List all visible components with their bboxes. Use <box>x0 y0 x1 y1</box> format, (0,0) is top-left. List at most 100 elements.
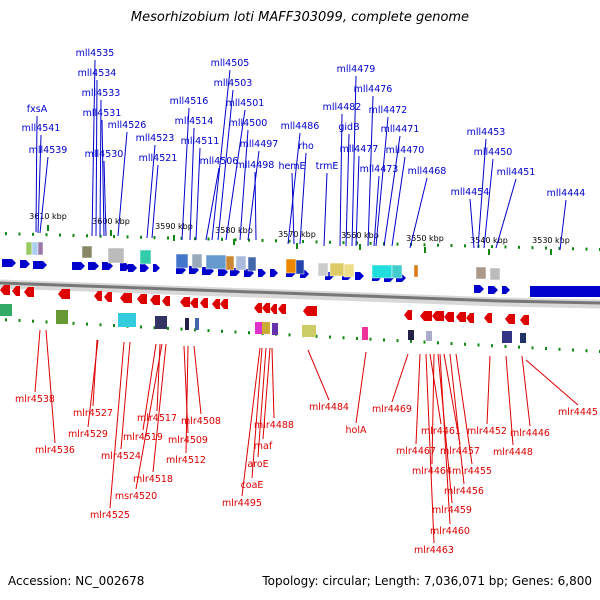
top-gene-label: trmE <box>316 161 339 172</box>
bottom-gene-leader <box>505 355 514 446</box>
feature-box <box>475 266 487 280</box>
bottom-tick-mark <box>140 325 142 329</box>
feature-box <box>426 331 432 341</box>
bottom-tick-mark <box>437 341 439 345</box>
bottom-gene-leader <box>307 349 330 401</box>
top-gene-leader <box>195 147 201 241</box>
bottom-gene-label: msr4520 <box>115 491 157 502</box>
top-tick-mark <box>396 242 399 246</box>
top-tick-mark <box>356 241 358 245</box>
bottom-tick-mark <box>342 336 345 340</box>
top-gene-leader <box>35 115 38 233</box>
bottom-tick-mark <box>288 333 291 337</box>
bottom-gene-label: mlr4467 <box>396 446 436 457</box>
bottom-gene-leader <box>45 329 56 444</box>
feature-box <box>81 245 93 259</box>
top-gene-leader <box>483 158 494 249</box>
top-gene-label: mll4514 <box>175 116 214 127</box>
top-tick-mark <box>32 232 34 236</box>
feature-box <box>502 331 512 343</box>
feature-box <box>107 247 125 264</box>
top-tick-mark <box>86 234 88 238</box>
top-tick-mark <box>572 247 574 251</box>
bottom-gene-leader <box>183 345 189 434</box>
bottom-tick-mark <box>356 336 358 340</box>
top-tick-mark <box>369 241 372 245</box>
bottom-gene-leader <box>34 329 41 393</box>
bottom-gene-label: mlr4455 <box>452 466 492 477</box>
top-tick-mark <box>153 236 156 240</box>
bottom-tick-mark <box>450 342 453 346</box>
top-gene-label: mll4530 <box>85 149 124 160</box>
bottom-gene-label: aroE <box>247 459 268 470</box>
bottom-tick-mark <box>383 338 385 342</box>
scale-label: 3540 kbp <box>470 236 508 245</box>
top-gene-label: gidB <box>338 122 359 133</box>
reverse-gene <box>432 311 444 321</box>
bottom-gene-label: mlr4469 <box>372 404 412 415</box>
top-tick-mark <box>464 244 466 248</box>
top-gene-leader <box>409 177 428 249</box>
top-tick-mark <box>585 247 588 251</box>
forward-gene <box>218 268 228 276</box>
top-gene-leader <box>146 144 156 239</box>
feature-box <box>262 322 270 334</box>
scale-label: 3580 kbp <box>215 226 253 235</box>
top-tick-mark <box>99 234 102 238</box>
top-gene-label: mll4473 <box>360 164 399 175</box>
bottom-gene-leader <box>521 355 531 427</box>
bottom-tick-mark <box>32 319 34 323</box>
reverse-gene <box>466 313 474 323</box>
bottom-gene-label: coaE <box>241 480 264 491</box>
bottom-tick-mark <box>207 329 210 333</box>
reverse-gene <box>505 314 515 324</box>
bottom-tick-mark <box>369 337 372 341</box>
bottom-tick-mark <box>167 326 169 330</box>
top-gene-leader <box>103 160 107 237</box>
bottom-gene-leader <box>142 343 157 431</box>
top-gene-leader <box>211 69 231 241</box>
top-gene-leader <box>559 199 567 251</box>
scale-label: 3590 kbp <box>155 222 193 231</box>
bottom-tick-mark <box>99 323 102 327</box>
bottom-gene-label: maf <box>254 441 273 452</box>
feature-box <box>362 327 368 340</box>
bottom-gene-leader <box>152 343 167 473</box>
top-gene-leader <box>205 167 220 241</box>
top-gene-leader <box>239 129 249 241</box>
top-gene-leader <box>367 95 374 247</box>
top-gene-label: mll4450 <box>474 147 513 158</box>
genome-summary: Topology: circular; Length: 7,036,071 bp… <box>262 574 592 588</box>
bottom-gene-label: mlr4446 <box>510 428 550 439</box>
top-gene-leader <box>291 172 295 245</box>
top-tick-mark <box>234 238 237 242</box>
scale-tick <box>488 249 490 255</box>
top-gene-label: mll4539 <box>29 145 68 156</box>
backbone-core <box>0 281 600 305</box>
feature-box <box>185 318 189 330</box>
bottom-tick-mark <box>518 345 520 349</box>
reverse-gene <box>278 304 286 314</box>
bottom-gene-label: mlr4456 <box>444 486 484 497</box>
top-gene-leader <box>151 164 159 239</box>
top-tick-mark <box>491 245 493 249</box>
bottom-gene-label: mlr4460 <box>430 526 470 537</box>
top-gene-label: mll4453 <box>467 127 506 138</box>
top-gene-leader <box>217 89 234 241</box>
bottom-gene-leader <box>486 355 491 425</box>
bottom-gene-leader <box>156 343 161 412</box>
top-gene-leader <box>181 107 190 241</box>
reverse-gene <box>303 306 317 316</box>
bottom-gene-leader <box>415 353 421 445</box>
forward-gene <box>488 286 498 294</box>
scale-tick <box>296 243 298 249</box>
bottom-gene-leader <box>391 353 409 403</box>
bottom-tick-mark <box>531 346 534 350</box>
bottom-gene-leader <box>241 347 261 497</box>
top-gene-label: mll4472 <box>369 105 408 116</box>
top-gene-leader <box>383 135 401 247</box>
bottom-gene-leader <box>355 351 367 424</box>
top-gene-label: mll4471 <box>381 124 420 135</box>
bottom-gene-label: mlr4518 <box>133 474 173 485</box>
scale-tick <box>110 230 112 236</box>
